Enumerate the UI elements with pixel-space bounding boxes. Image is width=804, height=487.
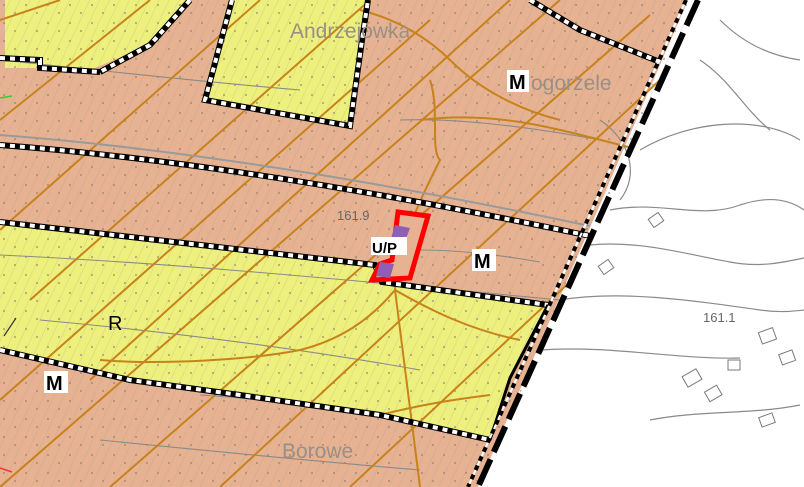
edge-mark-red bbox=[0, 467, 13, 473]
zone-letter-bg bbox=[371, 237, 407, 255]
service-building bbox=[376, 262, 394, 278]
zone-letter-bg bbox=[507, 70, 529, 92]
height-label-161-1: 161.1 bbox=[703, 310, 736, 325]
plan-area-boundary bbox=[466, 0, 701, 487]
zone-label-up: U/P bbox=[372, 240, 397, 257]
building-outlines-east bbox=[597, 211, 797, 428]
place-label-mogorzele: ogorzele bbox=[531, 72, 612, 95]
height-label-161-9: 161.9 bbox=[337, 208, 370, 223]
main-road bbox=[0, 134, 591, 227]
zone-letter-bg bbox=[44, 371, 68, 393]
zone-label-m-left: M bbox=[46, 373, 63, 395]
edge-mark-black bbox=[3, 317, 17, 337]
edge-mark-green bbox=[0, 95, 13, 99]
zone-label-m-center: M bbox=[474, 251, 491, 273]
zone-label-r: R bbox=[108, 313, 122, 335]
place-label-andrzejowka: Andrzejówka bbox=[290, 20, 411, 43]
place-label-mogorzele-prefix: M bbox=[509, 72, 526, 94]
place-label-borowe: Borowe bbox=[282, 440, 353, 463]
zone-letter-bg bbox=[472, 249, 496, 271]
